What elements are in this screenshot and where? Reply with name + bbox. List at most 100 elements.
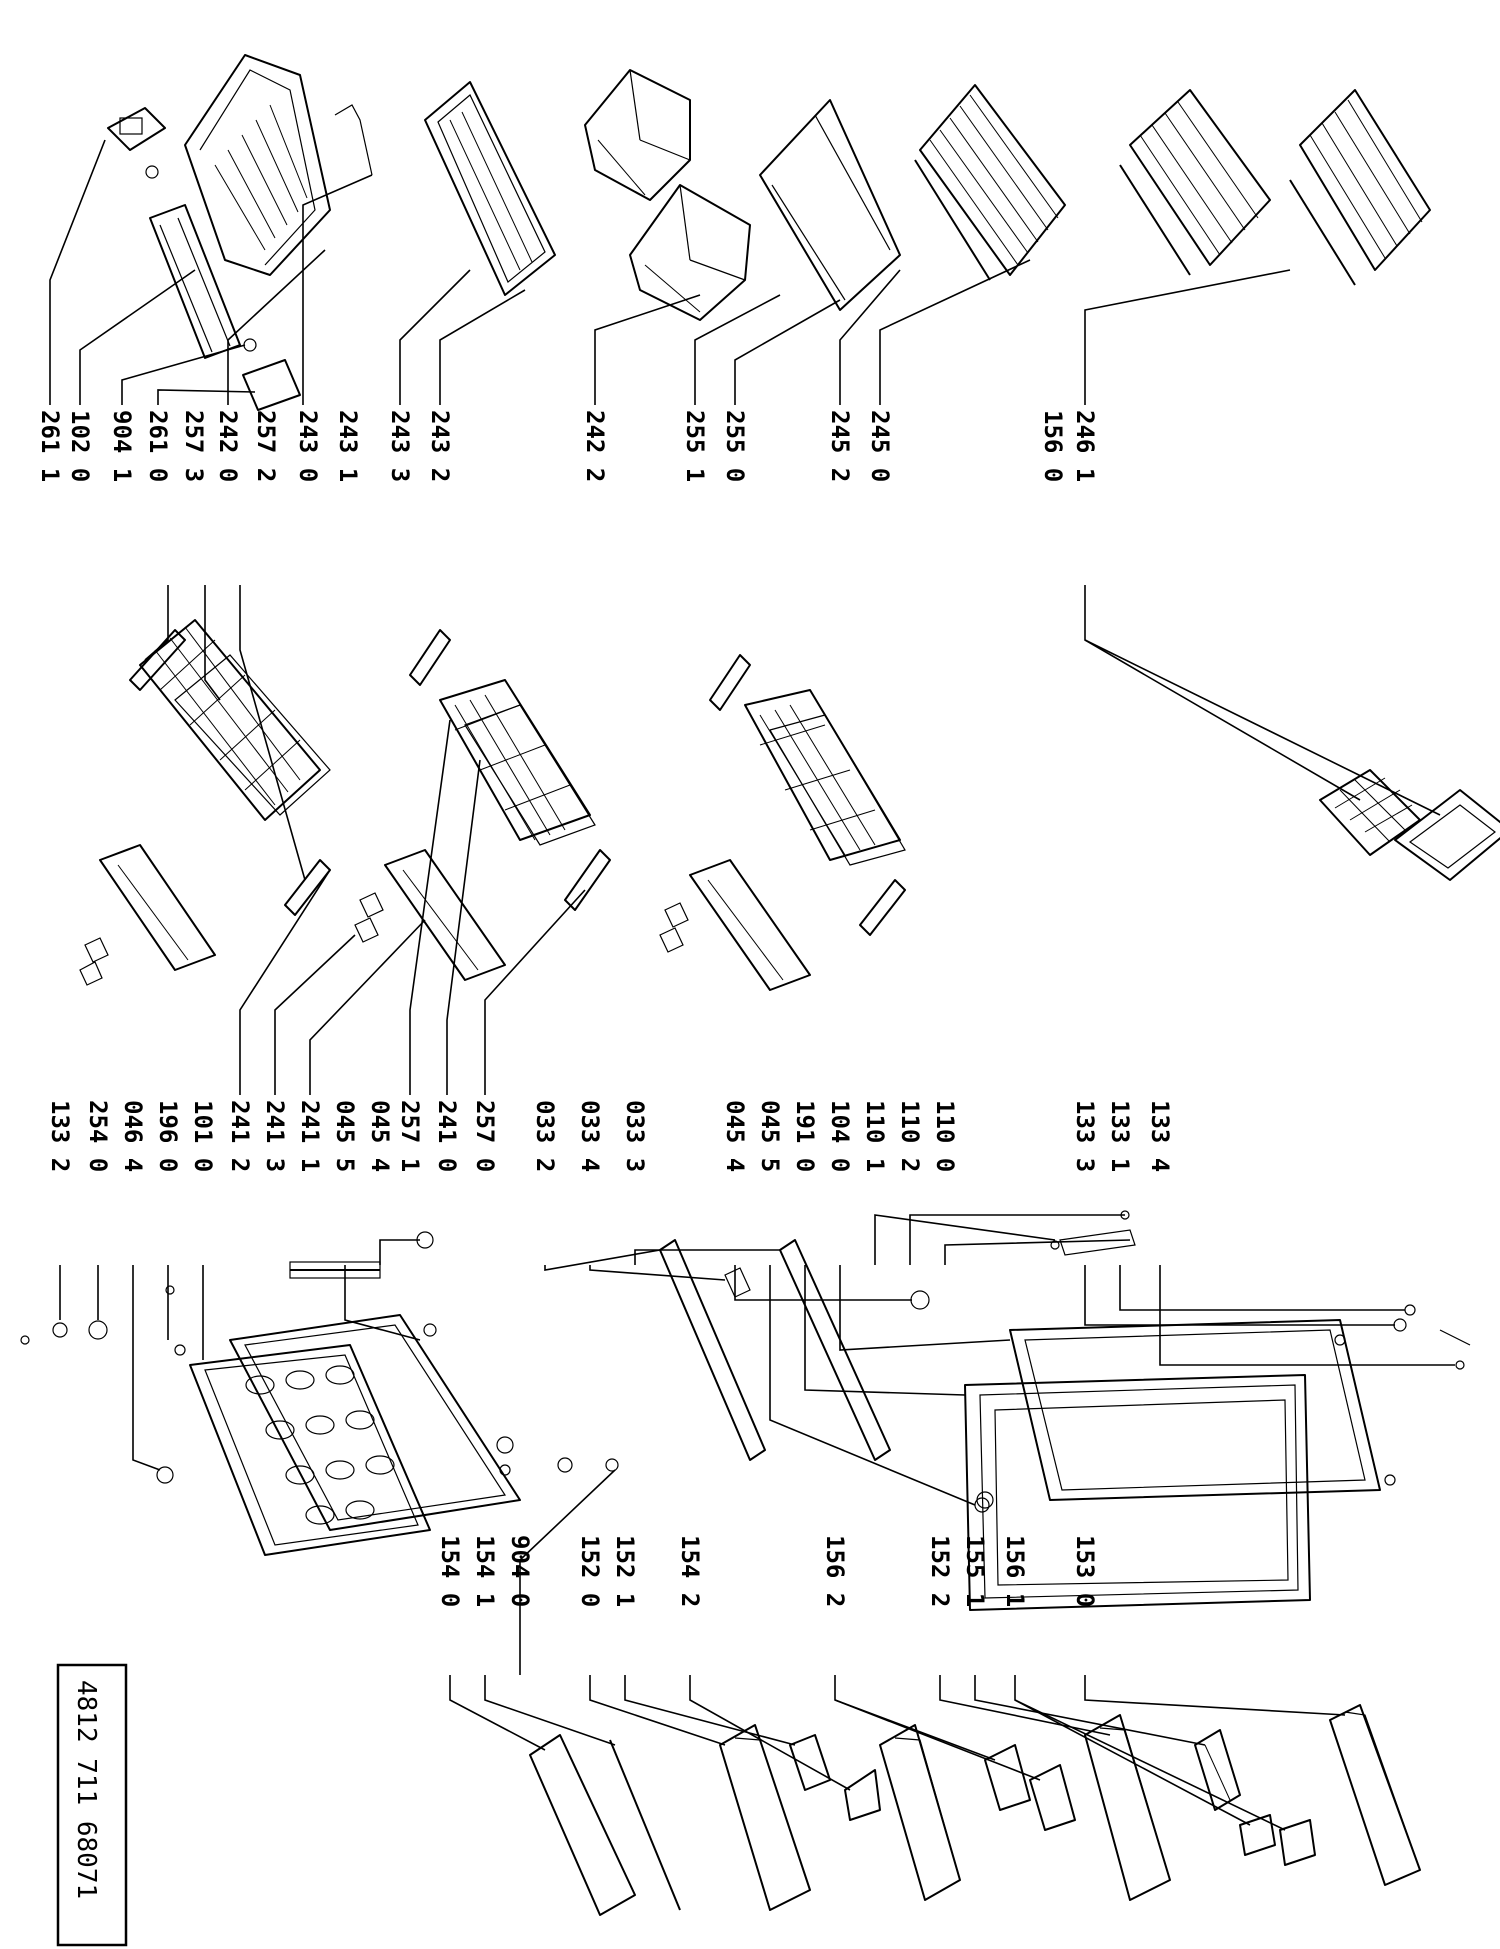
basket-drawings xyxy=(79,619,1500,991)
door-clip-156-1-b xyxy=(1279,1819,1316,1866)
label-154-0: 154 0 xyxy=(436,1535,464,1607)
freezer-basket-middle xyxy=(439,679,596,846)
fridge-door-part xyxy=(964,1210,1471,1611)
screw-left xyxy=(20,1335,30,1345)
label-153-0: 153 0 xyxy=(1071,1535,1099,1607)
label-254-0: 254 0 xyxy=(84,1100,112,1172)
door-trim-033-2 xyxy=(659,1239,766,1461)
clip-left-b xyxy=(79,961,103,986)
label-261-1: 261 1 xyxy=(36,410,64,482)
label-241-1: 241 1 xyxy=(296,1100,324,1172)
label-152-0: 152 0 xyxy=(576,1535,604,1607)
label-154-1: 154 1 xyxy=(471,1535,499,1607)
hinge-133-1 xyxy=(1404,1304,1416,1316)
screw-904-0-b xyxy=(605,1458,619,1472)
label-045-5-b: 045 5 xyxy=(756,1100,784,1172)
label-152-2: 152 2 xyxy=(926,1535,954,1607)
door-clip-156-2-b xyxy=(1029,1764,1076,1831)
hinge-133-3 xyxy=(1393,1318,1407,1332)
hinge-254-0 xyxy=(88,1320,108,1340)
light-cover-part xyxy=(149,204,241,359)
label-133-2: 133 2 xyxy=(46,1100,74,1172)
freezer-basket-left xyxy=(139,619,331,821)
knob-part xyxy=(107,107,166,179)
label-104-0: 104 0 xyxy=(826,1100,854,1172)
label-243-2: 243 2 xyxy=(426,410,454,482)
basket-front-right xyxy=(689,859,811,991)
label-255-0: 255 0 xyxy=(721,410,749,482)
wire-shelf-middle xyxy=(1119,89,1271,276)
label-246-1: 246 1 xyxy=(1071,410,1099,482)
label-242-2: 242 2 xyxy=(581,410,609,482)
label-102-0: 102 0 xyxy=(66,410,94,482)
crisper-drawer-lower xyxy=(629,184,751,321)
label-241-0: 241 0 xyxy=(433,1100,461,1172)
label-257-3: 257 3 xyxy=(180,410,208,482)
cover-plate-part xyxy=(759,99,901,311)
clip-middle-a xyxy=(359,892,384,918)
label-156-2: 156 2 xyxy=(821,1535,849,1607)
control-housing-part xyxy=(184,54,331,276)
door-shelf-153-0 xyxy=(1329,1704,1421,1886)
door-clip-154-2 xyxy=(844,1769,881,1821)
label-241-3: 241 3 xyxy=(261,1100,289,1172)
label-904-0: 904 0 xyxy=(506,1535,534,1607)
label-245-2: 245 2 xyxy=(826,410,854,482)
label-257-1: 257 1 xyxy=(396,1100,424,1172)
clip-middle-b xyxy=(354,917,379,943)
label-101-0: 101 0 xyxy=(189,1100,217,1172)
label-133-3: 133 3 xyxy=(1071,1100,1099,1172)
label-255-1: 255 1 xyxy=(681,410,709,482)
door-shelf-154-0 xyxy=(529,1734,636,1916)
wire-shelf-upper xyxy=(914,84,1066,281)
glass-shelf-part xyxy=(424,81,556,296)
document-number-box: 4812 711 68071 xyxy=(56,1663,128,1947)
basket-rail-right-a xyxy=(709,654,751,711)
switch-part xyxy=(242,359,301,411)
label-904-1: 904 1 xyxy=(108,410,136,482)
label-110-0: 110 0 xyxy=(931,1100,959,1172)
label-245-0: 245 0 xyxy=(866,410,894,482)
wire-shelf-right xyxy=(1289,89,1431,286)
ice-tray-cover-part xyxy=(1394,789,1500,881)
label-033-4: 033 4 xyxy=(576,1100,604,1172)
label-033-3: 033 3 xyxy=(621,1100,649,1172)
ice-tray-part xyxy=(1319,769,1421,856)
basket-rail-257-2 xyxy=(284,859,331,916)
leader-lines xyxy=(49,139,1455,1831)
label-110-1: 110 1 xyxy=(861,1100,889,1172)
label-156-1: 156 1 xyxy=(1001,1535,1029,1607)
part-labels: 261 1 102 0 904 1 261 0 257 3 242 0 257 … xyxy=(36,410,1174,1607)
part-drawings xyxy=(107,54,1431,411)
door-clip-156-2-a xyxy=(984,1744,1031,1811)
label-156-0: 156 0 xyxy=(1039,410,1067,482)
door-clip-152-1 xyxy=(789,1734,831,1791)
basket-rail-257-3 xyxy=(129,629,186,691)
door-shelf-152-0 xyxy=(719,1724,811,1911)
label-045-4-b: 045 4 xyxy=(721,1100,749,1172)
label-133-1: 133 1 xyxy=(1106,1100,1134,1172)
basket-rail-257-0 xyxy=(564,849,611,911)
label-133-4: 133 4 xyxy=(1146,1100,1174,1172)
label-196-0: 196 0 xyxy=(154,1100,182,1172)
hinge-045-4-b xyxy=(910,1290,930,1310)
screw-904-0-a xyxy=(557,1457,573,1473)
door-bar-154-1 xyxy=(609,1739,681,1911)
screw-133-4 xyxy=(1455,1360,1465,1370)
label-046-4: 046 4 xyxy=(119,1100,147,1172)
label-257-0: 257 0 xyxy=(471,1100,499,1172)
freezer-basket-right xyxy=(744,689,906,866)
thermostat-wire-part xyxy=(334,104,373,176)
door-shelf-152-2 xyxy=(1084,1714,1171,1901)
door-shelf-drawings xyxy=(529,1704,1421,1916)
label-152-1: 152 1 xyxy=(611,1535,639,1607)
label-155-1: 155 1 xyxy=(961,1535,989,1607)
door-drawings xyxy=(20,1210,1471,1611)
label-241-2: 241 2 xyxy=(226,1100,254,1172)
door-trim-033-4 xyxy=(724,1267,751,1298)
freezer-door-part xyxy=(156,1261,521,1556)
hinge-045-5 xyxy=(496,1436,514,1454)
clip-right-b xyxy=(659,927,684,953)
label-257-2: 257 2 xyxy=(252,410,280,482)
